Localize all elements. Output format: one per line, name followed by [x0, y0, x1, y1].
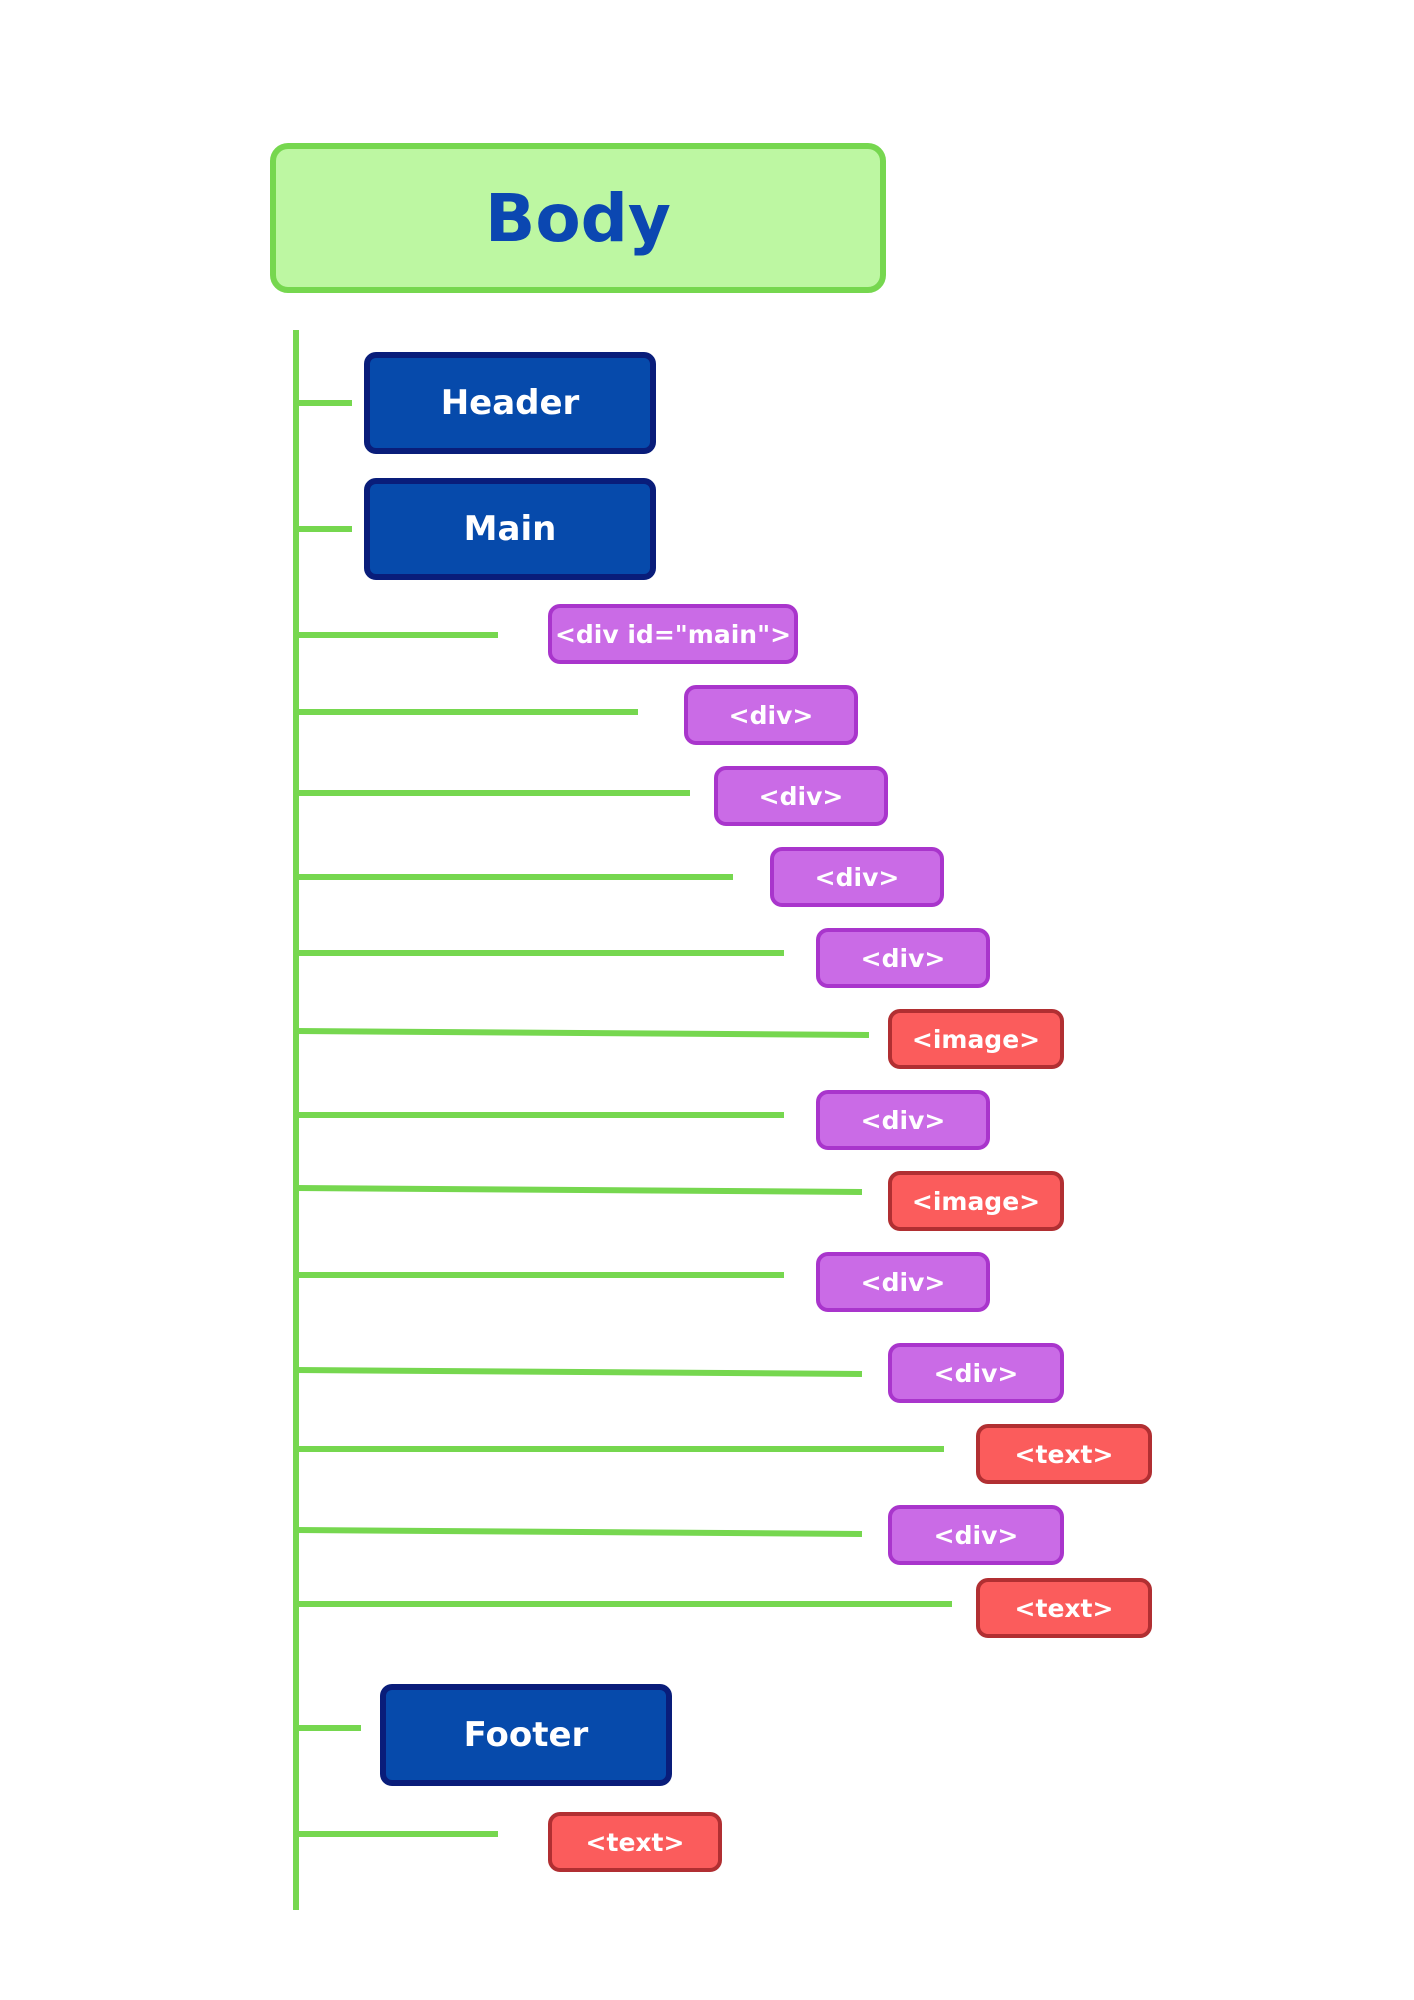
div-main-node: <div id="main">	[548, 604, 798, 664]
div-node-label: <div>	[728, 700, 814, 730]
footer-node-label: Footer	[463, 1715, 589, 1755]
div-node-label: <div>	[933, 1358, 1019, 1388]
div-node: <div>	[684, 685, 858, 745]
text-node-label: <text>	[1014, 1439, 1114, 1469]
div-node-label: <div>	[860, 943, 946, 973]
div-node: <div>	[888, 1343, 1064, 1403]
text-node: <text>	[548, 1812, 722, 1872]
div-node-label: <div>	[860, 1267, 946, 1297]
image-node: <image>	[888, 1009, 1064, 1069]
div-node-label: <div>	[933, 1520, 1019, 1550]
branch-line	[295, 1527, 863, 1537]
footer-node: Footer	[380, 1684, 672, 1786]
text-node: <text>	[976, 1424, 1152, 1484]
image-node: <image>	[888, 1171, 1064, 1231]
div-node: <div>	[816, 1090, 990, 1150]
body-node-label: Body	[485, 179, 671, 257]
branch-line	[295, 1185, 863, 1195]
branch-line	[295, 1367, 863, 1377]
div-node: <div>	[816, 928, 990, 988]
div-node-label: <div>	[758, 781, 844, 811]
image-node-label: <image>	[911, 1186, 1041, 1216]
main-node-label: Main	[463, 509, 557, 549]
text-node: <text>	[976, 1578, 1152, 1638]
header-node: Header	[364, 352, 656, 454]
div-node: <div>	[714, 766, 888, 826]
div-main-node-label: <div id="main">	[554, 619, 792, 649]
header-node-label: Header	[440, 383, 580, 423]
main-node: Main	[364, 478, 656, 580]
text-node-label: <text>	[585, 1827, 685, 1857]
div-node: <div>	[888, 1505, 1064, 1565]
div-node-label: <div>	[814, 862, 900, 892]
body-node: Body	[270, 143, 886, 293]
div-node-label: <div>	[860, 1105, 946, 1135]
branch-line	[295, 1028, 870, 1038]
image-node-label: <image>	[911, 1024, 1041, 1054]
div-node: <div>	[816, 1252, 990, 1312]
text-node-label: <text>	[1014, 1593, 1114, 1623]
div-node: <div>	[770, 847, 944, 907]
